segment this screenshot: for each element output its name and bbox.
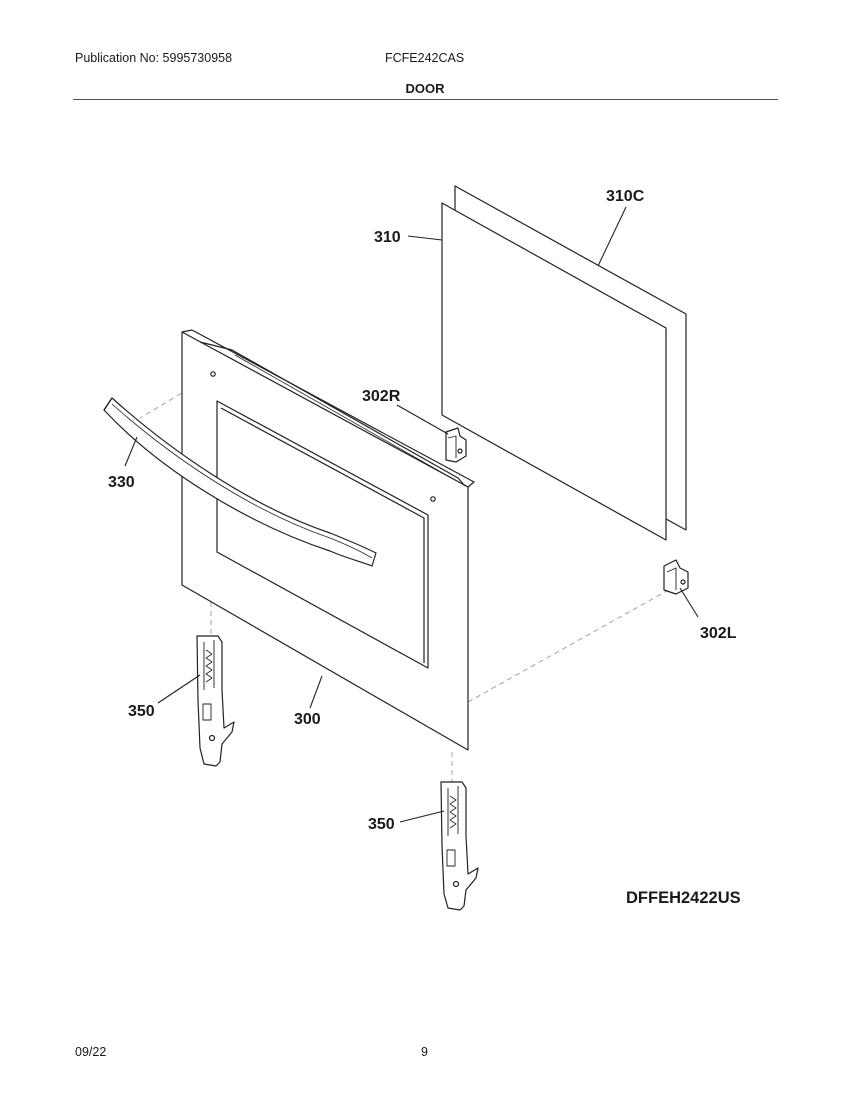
callout-310c: 310C	[606, 188, 645, 205]
header-divider	[73, 99, 778, 100]
leader-lines	[124, 206, 699, 823]
callout-350-left: 350	[128, 703, 155, 720]
callout-300: 300	[294, 711, 321, 728]
diagram-reference-code: DFFEH2422US	[626, 889, 741, 907]
publication-number: Publication No: 5995730958	[75, 51, 233, 65]
bracket-302r	[445, 427, 467, 463]
hinge-350-right	[440, 781, 479, 911]
footer-date: 09/22	[75, 1045, 107, 1059]
glass-panel-310	[441, 202, 667, 541]
section-title: DOOR	[405, 81, 445, 96]
callout-302l: 302L	[700, 625, 737, 642]
callout-302r: 302R	[362, 388, 401, 405]
callout-310: 310	[374, 229, 401, 246]
model-number: FCFE242CAS	[385, 51, 465, 65]
page-number: 9	[421, 1045, 428, 1059]
door-handle-330	[103, 397, 377, 567]
callout-350-bottom: 350	[368, 816, 395, 833]
hinge-350-left	[196, 635, 235, 767]
bracket-302l	[663, 559, 689, 595]
callout-330: 330	[108, 474, 135, 491]
